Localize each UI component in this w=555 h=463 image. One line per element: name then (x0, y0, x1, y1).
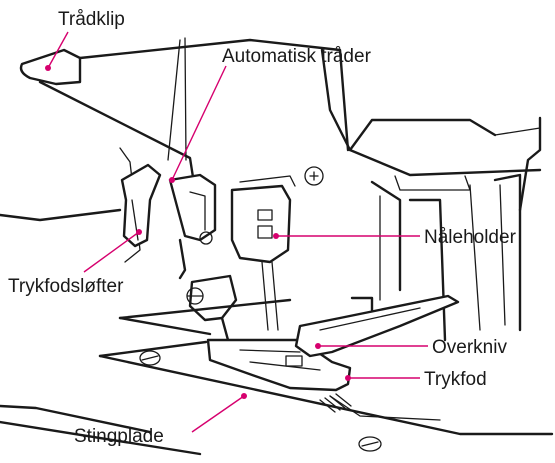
needle-plate-part (118, 298, 292, 320)
label-thread-clip: Trådklip (58, 9, 125, 30)
leader-needle-plate (191, 395, 245, 433)
upper-housing (320, 48, 542, 177)
machine-arm (38, 80, 197, 192)
leader-presser-lifter (83, 231, 140, 273)
left-side-panel (0, 208, 122, 222)
needle-left (261, 261, 269, 331)
presser-bar (188, 274, 238, 322)
upper-knife-part (294, 294, 460, 358)
label-needle-plate: Stingplade (74, 426, 164, 447)
label-presser-lifter: Trykfodsløfter (8, 276, 124, 297)
label-presser-foot: Trykfod (424, 369, 487, 390)
leaders (45, 31, 428, 433)
leader-thread-clip (47, 31, 69, 69)
right-column (370, 180, 402, 292)
label-auto-threader: Automatisk tråder (222, 46, 372, 67)
auto-threader-part (168, 173, 217, 242)
label-upper-knife: Overkniv (432, 337, 507, 358)
needle-right (271, 261, 279, 331)
presser-lifter-part (120, 163, 162, 248)
leader-auto-threader (171, 65, 227, 181)
needle-clamp-part (230, 184, 292, 264)
machine-arm-top (78, 38, 350, 152)
plate-screw-left (139, 350, 161, 366)
machine-drawing (0, 37, 554, 456)
labels: Trådklip Automatisk tråder Nåleholder Tr… (8, 9, 517, 447)
plate-screw-right (358, 436, 382, 452)
label-needle-holder: Nåleholder (424, 227, 517, 248)
